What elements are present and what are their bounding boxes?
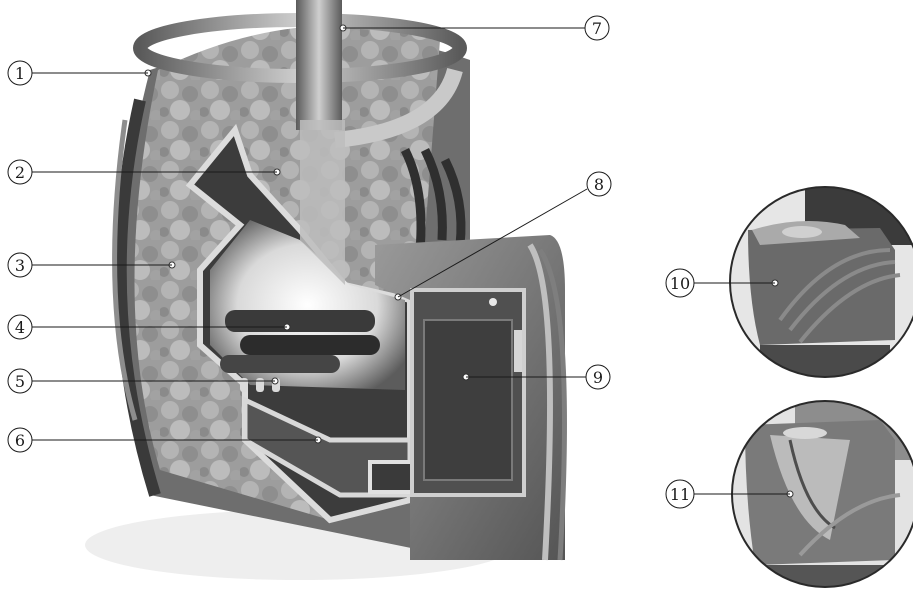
callout-number: 11 xyxy=(670,485,690,504)
callout-2: 2 xyxy=(8,160,32,184)
callout-number: 2 xyxy=(15,163,25,182)
callout-8: 8 xyxy=(587,172,611,196)
callout-number: 8 xyxy=(594,175,604,194)
detail-view-10 xyxy=(730,185,913,385)
callout-number: 4 xyxy=(15,318,25,337)
callout-number: 6 xyxy=(15,431,25,450)
callout-number: 1 xyxy=(15,64,25,83)
callout-11: 11 xyxy=(666,480,694,508)
callout-5: 5 xyxy=(8,369,32,393)
callout-6: 6 xyxy=(8,428,32,452)
ash-drawer xyxy=(370,462,412,492)
callout-number: 10 xyxy=(670,274,690,293)
chimney-pipe xyxy=(296,0,342,130)
door-handle xyxy=(514,330,522,372)
callout-number: 9 xyxy=(593,368,603,387)
callout-9: 9 xyxy=(586,365,610,389)
callout-7: 7 xyxy=(585,16,609,40)
door-handle-knob xyxy=(489,298,497,306)
stove-cutaway xyxy=(85,0,565,580)
door-glass xyxy=(424,320,512,480)
callout-10: 10 xyxy=(666,269,694,297)
callout-3: 3 xyxy=(8,253,32,277)
callout-number: 7 xyxy=(592,19,602,38)
callout-number: 3 xyxy=(15,256,25,275)
callout-4: 4 xyxy=(8,315,32,339)
callout-1: 1 xyxy=(8,61,32,85)
callout-number: 5 xyxy=(15,372,25,391)
